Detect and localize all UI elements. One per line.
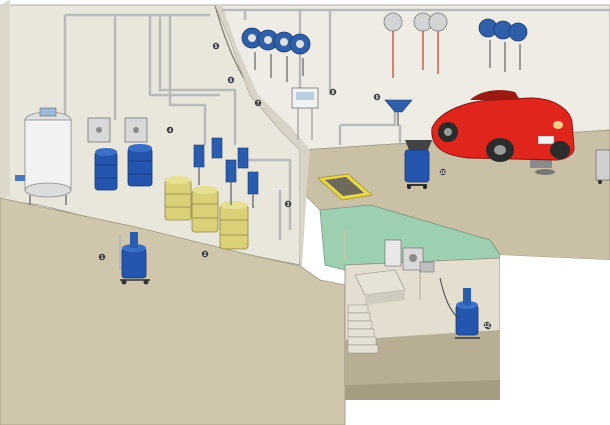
callout-number: 2 bbox=[204, 252, 207, 258]
callout-circle bbox=[284, 200, 292, 208]
hose-reels-left bbox=[241, 27, 311, 82]
callout-circle bbox=[212, 42, 220, 50]
storage-floor bbox=[0, 197, 346, 425]
callout-circle bbox=[166, 126, 174, 134]
callout-number: 4 bbox=[169, 128, 172, 134]
dividing-wall-face bbox=[215, 5, 310, 266]
callout-number: 5 bbox=[215, 44, 218, 50]
callout-circle bbox=[227, 76, 235, 84]
pit-ledge-block bbox=[365, 290, 405, 305]
callout-number: 9 bbox=[376, 95, 379, 101]
red-sports-car bbox=[431, 90, 575, 162]
oil-drain-funnel bbox=[384, 99, 413, 126]
right-edge-cart bbox=[595, 149, 610, 184]
callout-marker-9: 9 bbox=[373, 93, 381, 101]
callout-number: 8 bbox=[332, 90, 335, 96]
callout-circle bbox=[254, 99, 262, 107]
pit-right-cut bbox=[500, 255, 610, 425]
yellow-drum-3 bbox=[219, 201, 249, 250]
pit-blue-drum-pump bbox=[439, 277, 480, 339]
callout-circle bbox=[373, 93, 381, 101]
hose-reels-center bbox=[383, 12, 448, 78]
callout-circle bbox=[201, 250, 209, 258]
callout-number: 3 bbox=[287, 202, 290, 208]
blue-drum-1 bbox=[94, 148, 118, 191]
callout-marker-12: 12 bbox=[483, 321, 491, 329]
callout-marker-4: 4 bbox=[166, 126, 174, 134]
callout-marker-10: 10 bbox=[439, 168, 447, 176]
callout-circle bbox=[439, 168, 447, 176]
pit-floor bbox=[345, 330, 500, 398]
pit-lower-floor bbox=[345, 380, 500, 400]
callout-marker-1: 1 bbox=[98, 253, 106, 261]
bulk-storage-tank bbox=[15, 107, 72, 205]
callout-marker-3: 3 bbox=[284, 200, 292, 208]
callouts: 123456789101112 bbox=[98, 42, 492, 330]
wall-control-box-1 bbox=[87, 117, 111, 143]
floor-drain-grate bbox=[317, 173, 373, 201]
callout-circle bbox=[329, 88, 337, 96]
callout-number: 7 bbox=[257, 101, 260, 107]
overhead-piping bbox=[63, 8, 610, 270]
blue-drum-2 bbox=[127, 144, 153, 187]
workshop-control-panel bbox=[291, 87, 319, 140]
pit-stairs bbox=[347, 304, 379, 354]
hose-reels-right bbox=[478, 18, 528, 72]
callout-marker-5: 5 bbox=[212, 42, 220, 50]
callout-marker-8: 8 bbox=[329, 88, 337, 96]
pit-pump-station bbox=[384, 239, 435, 273]
waste-oil-drainer bbox=[404, 140, 432, 189]
callout-marker-2: 2 bbox=[201, 250, 209, 258]
callout-number: 10 bbox=[440, 170, 446, 176]
callout-number: 6 bbox=[230, 78, 233, 84]
storage-left-wall bbox=[0, 0, 10, 200]
callout-circle bbox=[483, 321, 491, 329]
pit-room bbox=[319, 204, 610, 425]
callout-number: 1 bbox=[101, 255, 104, 261]
yellow-drum-1 bbox=[164, 176, 192, 221]
portable-drum-pump bbox=[120, 232, 150, 285]
yellow-drum-2 bbox=[191, 186, 219, 233]
callout-marker-6: 6 bbox=[227, 76, 235, 84]
wall-control-box-2 bbox=[124, 117, 148, 143]
callout-number: 12 bbox=[484, 323, 490, 329]
callout-marker-7: 7 bbox=[254, 99, 262, 107]
callout-circle bbox=[98, 253, 106, 261]
drum-pumps bbox=[193, 137, 259, 208]
storage-room bbox=[0, 0, 346, 425]
